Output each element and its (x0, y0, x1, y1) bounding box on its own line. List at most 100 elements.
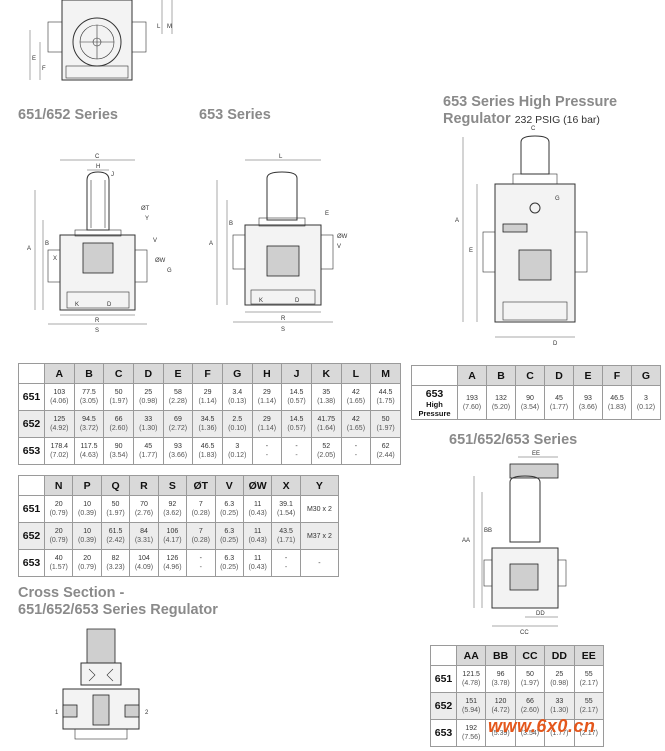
table2-cell: 20(0.79) (43, 522, 74, 550)
table4-corner (430, 645, 457, 666)
drawing-top-port-right (131, 21, 147, 53)
table1-header-row: A B C D E F G H J K L M (18, 363, 401, 384)
table-dimensions-a-m: A B C D E F G H J K L M 651 103(4.06) 77… (18, 363, 401, 465)
table2-cell: 61.5(2.42) (100, 522, 131, 550)
label-hp-g: G (555, 196, 560, 202)
drawing-hp-port-right (574, 231, 588, 273)
drawing-hp-logo-plate (518, 249, 552, 281)
table4-cell: (5.39) (485, 719, 516, 747)
table3-cell: 132(5.20) (486, 385, 516, 420)
drawing-651-knob (86, 171, 110, 231)
table1-cell: 77.5(3.05) (73, 383, 105, 411)
table1-corner (18, 363, 45, 384)
table1-cell: 45(1.77) (132, 437, 164, 465)
table2-cell: 104(4.09) (129, 549, 159, 577)
table3-col-d: D (544, 365, 574, 386)
label-top-m: M (167, 24, 172, 30)
label-651-c: C (95, 154, 100, 160)
label-651-k: K (75, 302, 79, 308)
table1-col-a: A (44, 363, 75, 384)
label-653-e: E (325, 211, 329, 217)
table1-cell: 2.5(0.10) (221, 410, 253, 438)
table-row: 652 125(4.92) 94.5(3.72) 66(2.60) 33(1.3… (18, 410, 401, 438)
label-651-g: G (167, 268, 172, 274)
table1-cell: 94.5(3.72) (73, 410, 105, 438)
label-651-y: Y (145, 216, 149, 222)
table1-cell: 50(1.97) (370, 410, 401, 438)
table2-col-s: S (157, 475, 188, 496)
table2-cell: 10(0.39) (72, 522, 102, 550)
cross-valve (92, 694, 110, 726)
cross-knob (86, 628, 116, 664)
table2-col-x: X (271, 475, 301, 496)
table2-cell: 40(1.57) (43, 549, 74, 577)
cross-spring (88, 668, 114, 682)
table1-cell: 103(4.06) (44, 383, 75, 411)
table1-cell: 52(2.05) (310, 437, 342, 465)
drawing-top-base (65, 65, 129, 79)
table1-cell: 42(1.65) (340, 410, 372, 438)
table1-row-label: 652 (18, 410, 45, 438)
table-dimensions-aa-ee: AA BB CC DD EE 651 121.5(4.78) 96(3.78) … (430, 645, 605, 747)
table2-col-n: N (43, 475, 74, 496)
table1-col-j: J (281, 363, 312, 384)
table2-row-label: 652 (18, 522, 45, 550)
table3-col-e: E (573, 365, 603, 386)
label-651-r: R (95, 318, 100, 324)
drawing-651-652-653: EE AA BB DD CC (462, 451, 567, 636)
table2-col-p: P (72, 475, 102, 496)
heading-653-high-pressure: 653 Series High Pressure Regulator 232 P… (443, 94, 617, 129)
table2-cell: 6.3(0.25) (214, 522, 244, 550)
label-all-aa: AA (462, 538, 470, 544)
heading-cross-section-line1: Cross Section - (18, 585, 125, 601)
table2-cell: M30 x 2 (299, 495, 340, 523)
table2-cell: 6.3(0.25) (214, 549, 244, 577)
table-row: 653 178.4(7.02) 117.5(4.63) 90(3.54) 45(… (18, 437, 401, 465)
label-651-j: J (111, 172, 114, 178)
table4-cell: 55(2.17) (573, 665, 605, 693)
table2-header-row: N P Q R S ØT V ØW X Y (18, 475, 340, 496)
label-hp-a: A (455, 218, 459, 224)
table4-cell: (1.77) (544, 719, 575, 747)
table2-cell: 7(0.28) (186, 495, 216, 523)
table1-cell: 69(2.72) (162, 410, 194, 438)
label-653-b: B (229, 221, 233, 227)
drawing-653: L B A E ØW V K D R S (209, 154, 348, 333)
table-row: 652 151(5.94) 120(4.72) 66(2.60) 33(1.30… (430, 692, 605, 720)
watermark-text: www.6x0.cn (488, 716, 596, 736)
table1-cell: 93(3.66) (162, 437, 194, 465)
table4-col-cc: CC (514, 645, 546, 666)
cross-base (74, 728, 128, 740)
drawing-653-port-right (320, 234, 334, 270)
table1-cell: 33(1.30) (132, 410, 164, 438)
drawing-hp-gauge-port (529, 202, 541, 214)
drawing-hp-base (502, 301, 568, 321)
table2-corner (18, 475, 45, 496)
table1-cell: 42(1.65) (340, 383, 372, 411)
table2-cell: 20(0.79) (72, 549, 102, 577)
label-651-b: B (45, 241, 49, 247)
drawing-top-front-view: L M F E (29, 0, 173, 81)
table4-cell: 96(3.78) (485, 665, 516, 693)
label-651-s: S (95, 328, 99, 334)
table4-row-label: 652 (430, 692, 457, 720)
label-651-t: ØT (141, 206, 150, 212)
table2-cell: 11(0.43) (242, 549, 273, 577)
drawing-all-handle (509, 463, 559, 479)
table1-cell: 29(1.14) (251, 383, 283, 411)
table4-cell: 120(4.72) (485, 692, 516, 720)
cross-bonnet (80, 662, 122, 686)
table1-cell: 14.5(0.57) (281, 383, 312, 411)
table3-cell: 3(0.12) (631, 385, 661, 420)
table1-col-m: M (370, 363, 401, 384)
table4-cell: 25(0.98) (544, 665, 575, 693)
table-dimensions-n-y: N P Q R S ØT V ØW X Y 651 20(0.79) 10(0.… (18, 475, 340, 577)
table4-col-bb: BB (485, 645, 516, 666)
label-653-l: L (279, 154, 283, 160)
table2-cell: -- (271, 549, 301, 577)
table2-cell: 39.1(1.54) (271, 495, 301, 523)
table-row: 653 40(1.57) 20(0.79) 82(3.23) 104(4.09)… (18, 549, 340, 577)
table2-cell: 82(3.23) (100, 549, 131, 577)
drawing-all-port-right (557, 559, 567, 587)
table1-cell: 3(0.12) (221, 437, 253, 465)
